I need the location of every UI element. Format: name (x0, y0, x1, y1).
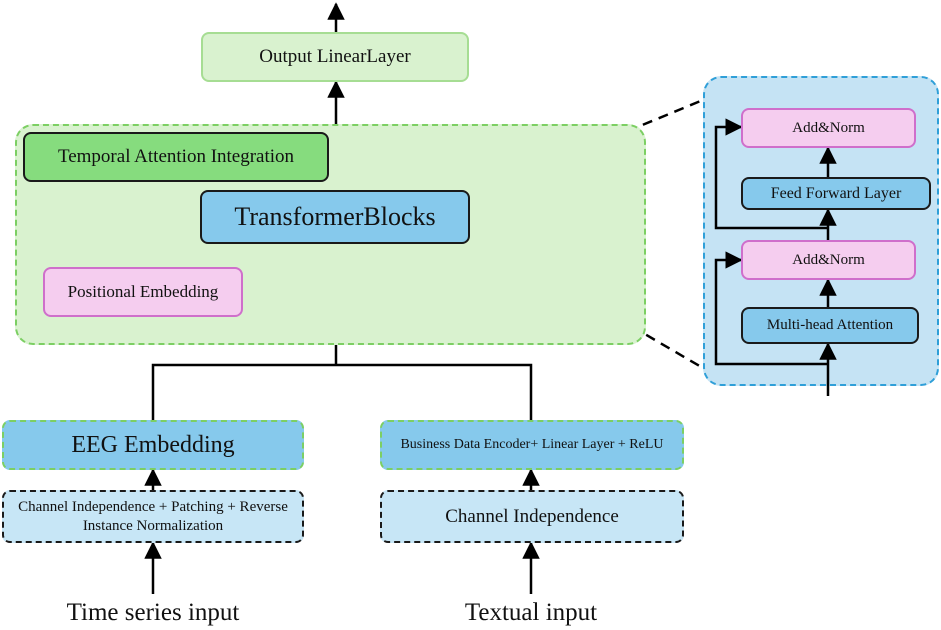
add-norm-bottom-box: Add&Norm (741, 240, 916, 280)
positional-embedding-box: Positional Embedding (43, 267, 243, 317)
transformer-blocks-label: TransformerBlocks (234, 201, 436, 231)
business-encoder-box: Business Data Encoder+ Linear Layer + Re… (380, 420, 684, 470)
temporal-attention-box: Temporal Attention Integration (23, 132, 329, 182)
eeg-embedding-box: EEG Embedding (2, 420, 304, 470)
zoom-line-bottom (469, 230, 704, 370)
add-norm-bottom-label: Add&Norm (792, 251, 865, 268)
time-series-input-label: Time series input (66, 599, 240, 626)
multi-head-attention-label: Multi-head Attention (766, 317, 894, 334)
multi-head-attention-box: Multi-head Attention (741, 307, 919, 344)
channel-independence-label: Channel Independence (445, 505, 619, 527)
add-norm-top-box: Add&Norm (741, 108, 916, 148)
feed-forward-label: Feed Forward Layer (770, 184, 902, 202)
feed-forward-box: Feed Forward Layer (741, 177, 931, 210)
output-layer-label: Output LinearLayer (259, 46, 411, 68)
channel-independence-box: Channel Independence (380, 490, 684, 543)
business-encoder-label: Business Data Encoder+ Linear Layer + Re… (400, 437, 664, 453)
channel-patching-label: Channel Independence + Patching + Revers… (18, 498, 288, 534)
textual-input-label: Textual input (464, 599, 598, 626)
positional-embedding-label: Positional Embedding (67, 282, 219, 302)
add-norm-top-label: Add&Norm (792, 119, 865, 136)
output-layer-box: Output LinearLayer (201, 32, 469, 82)
transformer-blocks-box: TransformerBlocks (200, 190, 470, 244)
eeg-embedding-label: EEG Embedding (71, 432, 235, 458)
merge-connector (151, 363, 533, 420)
channel-patching-box: Channel Independence + Patching + Revers… (2, 490, 304, 543)
temporal-attention-label: Temporal Attention Integration (57, 146, 295, 168)
